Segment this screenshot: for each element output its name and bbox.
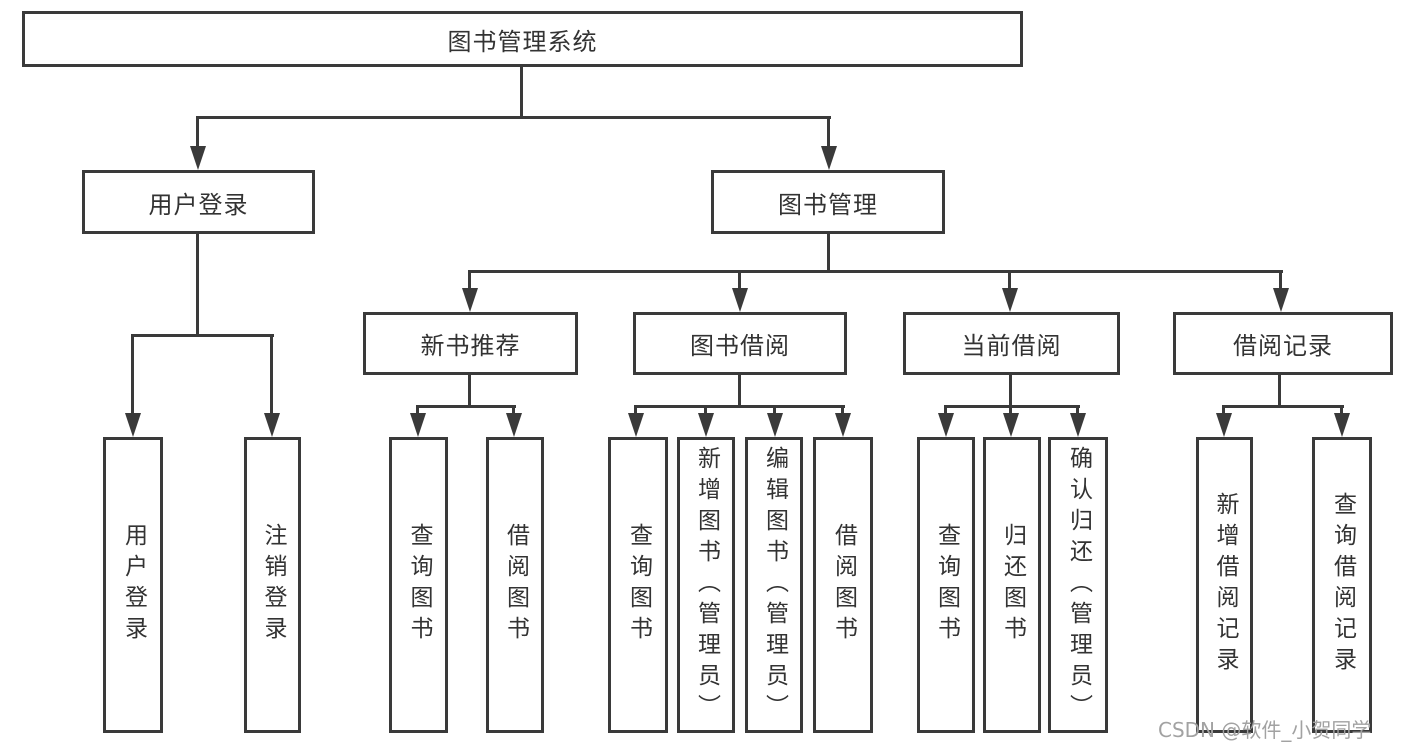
connector-line	[520, 66, 523, 119]
leaf-query-borrow-record: 查询借阅记录	[1312, 437, 1372, 733]
arrowhead-down-icon	[1273, 288, 1289, 312]
leaf-borrow-books-label: 借阅图书	[830, 523, 857, 647]
connector-line	[131, 334, 134, 416]
connector-line	[1009, 375, 1012, 408]
leaf-add-book-admin-label: 新增图书（管理员）	[693, 445, 720, 725]
connector-line	[1009, 405, 1012, 416]
connector-line	[738, 375, 741, 408]
connector-line	[1340, 405, 1343, 416]
node-user-login: 用户登录	[82, 170, 315, 234]
leaf-edit-book-admin-label: 编辑图书（管理员）	[761, 445, 788, 725]
arrowhead-down-icon	[821, 146, 837, 170]
arrowhead-down-icon	[1334, 413, 1350, 437]
connector-line	[634, 405, 637, 416]
leaf-borrow-books-recommend-label: 借阅图书	[502, 523, 529, 647]
connector-line	[1222, 405, 1225, 416]
connector-line	[468, 270, 1283, 273]
arrowhead-down-icon	[462, 288, 478, 312]
leaf-query-books-recommend-label: 查询图书	[406, 523, 432, 647]
node-book-management-label: 图书管理	[778, 190, 878, 219]
connector-line	[196, 116, 199, 149]
connector-line	[944, 405, 947, 416]
node-new-book-recommend: 新书推荐	[363, 312, 578, 375]
connector-line	[196, 234, 199, 337]
connector-line	[773, 405, 776, 416]
leaf-add-borrow-record: 新增借阅记录	[1196, 437, 1253, 733]
leaf-query-books-borrow: 查询图书	[608, 437, 668, 733]
node-user-login-label: 用户登录	[148, 190, 249, 219]
arrowhead-down-icon	[264, 413, 280, 437]
leaf-query-books-borrow-label: 查询图书	[625, 523, 652, 647]
leaf-add-borrow-record-label: 新增借阅记录	[1212, 492, 1238, 678]
arrowhead-down-icon	[125, 413, 141, 437]
leaf-confirm-return-admin-label: 确认归还（管理员）	[1065, 445, 1092, 725]
connector-line	[634, 405, 845, 408]
node-book-borrow-label: 图书借阅	[690, 332, 790, 360]
connector-line	[944, 405, 1080, 408]
node-library-system-label: 图书管理系统	[447, 27, 598, 56]
arrowhead-down-icon	[938, 413, 954, 437]
csdn-watermark: CSDN @软件_小贺同学	[1158, 718, 1372, 742]
connector-line	[827, 116, 830, 149]
leaf-query-books-current: 查询图书	[917, 437, 975, 733]
node-book-borrow: 图书借阅	[633, 312, 847, 375]
connector-line	[416, 405, 516, 408]
arrowhead-down-icon	[506, 413, 522, 437]
arrowhead-down-icon	[1216, 413, 1232, 437]
arrowhead-down-icon	[1002, 288, 1018, 312]
node-borrow-records-label: 借阅记录	[1233, 332, 1333, 360]
leaf-user-login: 用户登录	[103, 437, 163, 733]
node-borrow-records: 借阅记录	[1173, 312, 1393, 375]
leaf-logout-label: 注销登录	[260, 523, 286, 647]
connector-line	[827, 234, 830, 273]
node-current-borrow: 当前借阅	[903, 312, 1120, 375]
connector-line	[1278, 375, 1281, 408]
leaf-return-book-label: 归还图书	[999, 523, 1026, 647]
node-book-management: 图书管理	[711, 170, 945, 234]
connector-line	[416, 405, 419, 416]
arrowhead-down-icon	[698, 413, 714, 437]
leaf-borrow-books-recommend: 借阅图书	[486, 437, 544, 733]
arrowhead-down-icon	[190, 146, 206, 170]
connector-line	[704, 405, 707, 416]
leaf-query-books-current-label: 查询图书	[933, 523, 960, 647]
connector-line	[1222, 405, 1344, 408]
arrowhead-down-icon	[732, 288, 748, 312]
connector-line	[468, 270, 471, 291]
leaf-add-book-admin: 新增图书（管理员）	[677, 437, 735, 733]
leaf-logout: 注销登录	[244, 437, 301, 733]
connector-line	[512, 405, 515, 416]
leaf-borrow-books: 借阅图书	[813, 437, 873, 733]
leaf-edit-book-admin: 编辑图书（管理员）	[745, 437, 803, 733]
leaf-confirm-return-admin: 确认归还（管理员）	[1048, 437, 1108, 733]
connector-line	[1279, 270, 1282, 291]
node-library-system: 图书管理系统	[22, 11, 1023, 67]
leaf-user-login-label: 用户登录	[120, 523, 147, 647]
arrowhead-down-icon	[767, 413, 783, 437]
connector-line	[270, 334, 273, 416]
arrowhead-down-icon	[835, 413, 851, 437]
node-new-book-recommend-label: 新书推荐	[420, 332, 521, 360]
leaf-query-borrow-record-label: 查询借阅记录	[1329, 492, 1356, 678]
connector-line	[1008, 270, 1011, 291]
arrowhead-down-icon	[1070, 413, 1086, 437]
connector-line	[468, 375, 471, 408]
leaf-query-books-recommend: 查询图书	[389, 437, 448, 733]
connector-line	[131, 334, 274, 337]
node-current-borrow-label: 当前借阅	[961, 332, 1062, 360]
leaf-return-book: 归还图书	[983, 437, 1041, 733]
arrowhead-down-icon	[410, 413, 426, 437]
arrowhead-down-icon	[1003, 413, 1019, 437]
connector-line	[1076, 405, 1079, 416]
connector-line	[196, 116, 831, 119]
connector-line	[738, 270, 741, 291]
arrowhead-down-icon	[628, 413, 644, 437]
connector-line	[841, 405, 844, 416]
